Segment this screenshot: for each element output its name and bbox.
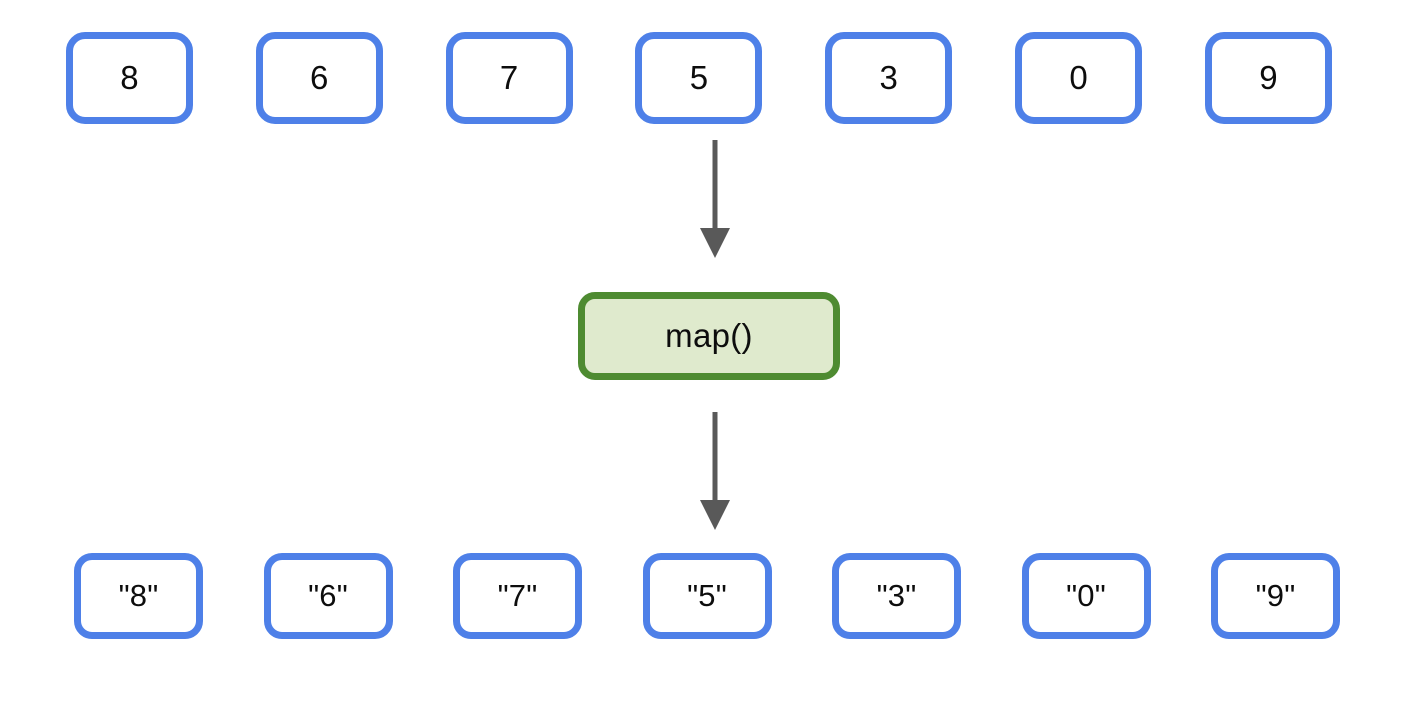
map-operator-label: map() [665, 317, 753, 354]
arrow-map-to-output-icon [700, 412, 730, 530]
output-value-label: "3" [876, 578, 917, 613]
input-value-label: 7 [499, 59, 519, 96]
output-value-label: "0" [1066, 578, 1106, 613]
output-value-label: "5" [687, 578, 727, 613]
output-value-label: "6" [308, 578, 348, 613]
input-value-label: 3 [879, 59, 899, 96]
map-operator-node[interactable]: map() [578, 292, 840, 380]
input-value-box[interactable]: 0 [1015, 32, 1143, 124]
input-value-label: 5 [689, 59, 709, 96]
output-value-box[interactable]: "3" [832, 553, 961, 639]
output-value-label: "8" [118, 578, 159, 613]
input-value-box[interactable]: 3 [825, 32, 953, 124]
output-value-box[interactable]: "5" [642, 553, 772, 639]
output-value-box[interactable]: "6" [263, 553, 393, 639]
output-value-box[interactable]: "7" [453, 553, 582, 639]
input-value-box[interactable]: 5 [635, 32, 763, 124]
input-value-label: 8 [120, 59, 139, 96]
input-value-label: 9 [1259, 59, 1278, 96]
input-value-label: 6 [310, 59, 329, 96]
input-value-box[interactable]: 6 [255, 32, 383, 124]
output-value-label: "9" [1255, 578, 1296, 613]
input-value-box[interactable]: 8 [66, 32, 193, 124]
output-value-box[interactable]: "0" [1021, 553, 1151, 639]
input-collection-row: 8 6 7 5 3 0 9 [66, 32, 1332, 124]
output-collection-row: "8" "6" "7" "5" "3" "0" "9" [74, 553, 1340, 639]
input-value-box[interactable]: 7 [445, 32, 573, 124]
input-value-box[interactable]: 9 [1204, 32, 1332, 124]
arrow-input-to-map-icon [700, 140, 730, 258]
output-value-label: "7" [497, 578, 538, 613]
output-value-box[interactable]: "9" [1211, 553, 1340, 639]
output-value-box[interactable]: "8" [74, 553, 203, 639]
input-value-label: 0 [1069, 59, 1088, 96]
